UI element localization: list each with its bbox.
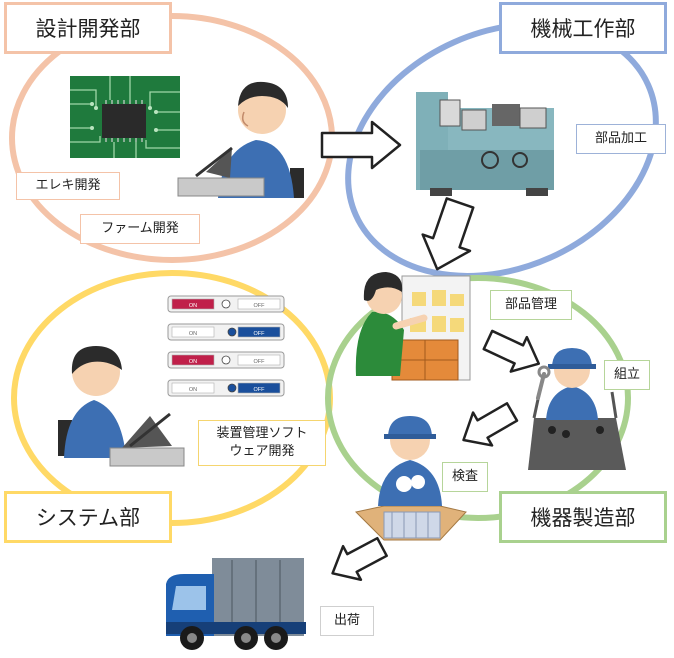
design-department-label: 設計開発部 [4,2,172,54]
switch-off-label: OFF [254,303,266,309]
electronics-label: エレキ開発 [16,172,120,200]
switch-off-segment [237,354,281,366]
software-label-line1: 装置管理ソフト [216,426,308,442]
machine-department-ellipse [345,21,659,279]
arrow-design-to-machine [320,120,402,170]
lathe-machine-icon [416,92,554,196]
parts-processing-label: 部品加工 [576,124,666,154]
switch-on-label: ON [189,387,197,393]
switch-off-segment [237,298,281,310]
switch-knob [227,327,237,337]
switch-row: ON OFF [167,295,285,313]
switch-off-segment [237,326,281,338]
manufacturing-department-label: 機器製造部 [499,491,667,543]
switch-row: ON OFF [167,323,285,341]
switch-knob [221,299,231,309]
machine-department-label: 機械工作部 [499,2,667,54]
switch-on-label: ON [189,331,197,337]
arrow-parts-to-assembly [482,329,541,373]
switch-off-label: OFF [254,331,266,337]
assembly-label: 組立 [604,360,650,390]
parts-management-label: 部品管理 [490,290,572,320]
switch-on-segment [171,326,215,338]
arrow-machine-to-manufacturing [421,197,475,271]
switch-knob [221,355,231,365]
software-label-line2: ウェア開発 [229,444,295,459]
switch-on-segment [171,382,215,394]
system-engineer-icon [58,346,185,467]
switch-on-label: ON [189,359,197,365]
switch-off-label: OFF [254,359,266,365]
firmware-label: ファーム開発 [80,214,200,244]
switch-on-segment [171,298,215,310]
arrow-assembly-to-inspection [462,402,519,447]
switch-knob [227,383,237,393]
system-department-label: システム部 [4,491,172,543]
shipping-label: 出荷 [320,606,374,636]
manufacturing-department-ellipse [325,275,631,521]
inspection-label: 検査 [442,462,488,492]
parts-manager-icon [355,272,471,381]
circuit-board-icon [70,76,180,158]
switch-row: ON OFF [167,351,285,369]
delivery-truck-icon [166,558,306,650]
switch-control-panel: ON OFF ON OFF ON OFF ON OFF [167,295,285,397]
switch-row: ON OFF [167,379,285,397]
switch-on-label: ON [189,303,197,309]
designer-person-icon [177,81,304,198]
switch-on-segment [171,354,215,366]
assembly-worker-icon [528,348,626,470]
software-label: 装置管理ソフト ウェア開発 [198,420,326,466]
arrow-inspection-to-shipping [331,536,388,581]
switch-off-label: OFF [254,387,266,393]
switch-off-segment [237,382,281,394]
inspection-worker-icon [354,416,467,541]
